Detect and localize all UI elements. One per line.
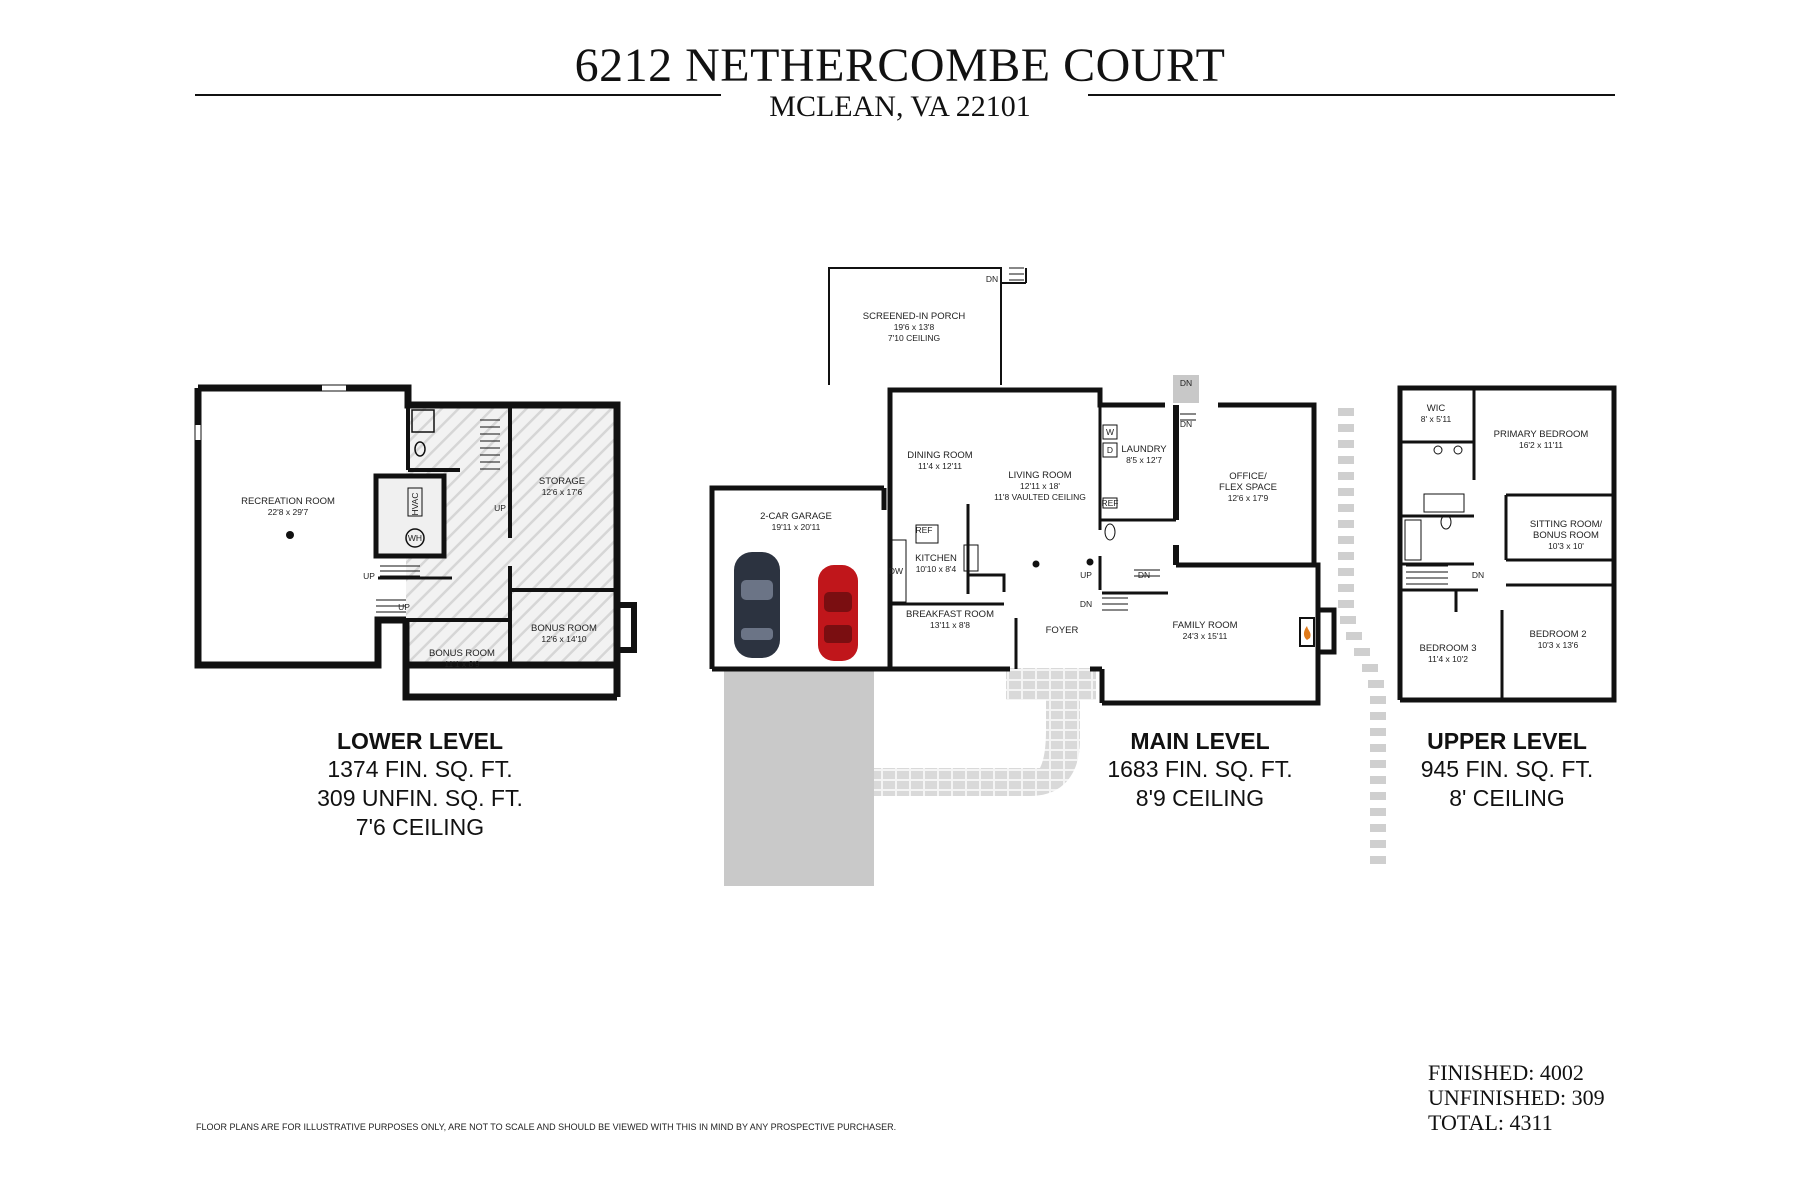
car-red-icon — [818, 565, 858, 661]
room-name: LIVING ROOM — [1008, 470, 1071, 481]
room-name: BONUS ROOM — [531, 623, 597, 634]
level-ceiling: 8'9 CEILING — [1135, 785, 1265, 811]
stair-label: DN — [1472, 570, 1484, 580]
room-dims: 8'5 x 12'7 — [1126, 455, 1162, 465]
stair-label: UP — [494, 503, 506, 513]
room-dims: 19'11 x 20'11 — [772, 522, 821, 532]
front-walk — [874, 700, 1080, 796]
room-dims: 12'6 x 17'9 — [1228, 493, 1269, 503]
stair-label: DN — [1180, 419, 1192, 429]
hvac-label: HVAC — [410, 493, 420, 516]
room-dims: 12'11 x 18' — [1020, 481, 1060, 491]
room-name: FAMILY ROOM — [1172, 620, 1237, 631]
level-name: MAIN LEVEL — [1130, 728, 1270, 754]
dw-label: DW — [889, 566, 903, 576]
page-title: 6212 NETHERCOMBE COURT — [574, 39, 1226, 92]
lower-wall-b — [194, 388, 406, 669]
room-name: BEDROOM 2 — [1529, 629, 1586, 640]
room-name: BREAKFAST ROOM — [906, 609, 994, 620]
driveway — [724, 668, 874, 886]
square-footage-totals: FINISHED: 4002 UNFINISHED: 309 TOTAL: 43… — [1428, 1060, 1605, 1135]
dryer-label: D — [1107, 445, 1113, 455]
ref-label: REF — [916, 525, 933, 535]
upper-level-labels: WIC 8' x 5'11 PRIMARY BEDROOM 16'2 x 11'… — [1419, 403, 1602, 664]
level-unfinished-sqft: 309 UNFIN. SQ. FT. — [317, 785, 523, 811]
level-ceiling: 7'6 CEILING — [355, 814, 485, 840]
stair-label: DN — [1080, 599, 1092, 609]
total-unfinished: UNFINISHED: 309 — [1428, 1085, 1605, 1110]
room-name: BEDROOM 3 — [1419, 643, 1476, 654]
room-name: OFFICE/ — [1229, 471, 1267, 482]
room-dims: 19'6 x 13'8 — [894, 322, 935, 332]
room-name: STORAGE — [539, 476, 585, 487]
room-dims: 8' x 5'11 — [1421, 414, 1452, 424]
stair-label: DN — [1180, 378, 1192, 388]
water-heater-label: WH — [408, 533, 422, 543]
room-note: 11'8 VAULTED CEILING — [994, 492, 1086, 502]
room-dims: 10'3 x 10' — [1548, 541, 1584, 551]
room-dims: 12'6 x 17'6 — [542, 487, 583, 497]
stair-label: UP — [398, 602, 410, 612]
room-dims: 10'10 x 8'4 — [916, 564, 957, 574]
stair-label: UP — [363, 571, 375, 581]
upper-level-summary: UPPER LEVEL 945 FIN. SQ. FT. 8' CEILING — [1387, 728, 1627, 813]
room-name: FLEX SPACE — [1219, 482, 1277, 493]
disclaimer: FLOOR PLANS ARE FOR ILLUSTRATIVE PURPOSE… — [196, 1122, 897, 1132]
fireplace-icon — [1303, 626, 1311, 640]
room-dims: 13'11 x 8'8 — [930, 620, 970, 630]
room-dims: 11'1 x 8'9 — [444, 659, 479, 669]
total-finished: FINISHED: 4002 — [1428, 1060, 1584, 1085]
room-name: WIC — [1427, 403, 1446, 414]
stair-label: DN — [1138, 570, 1150, 580]
level-finished-sqft: 1374 FIN. SQ. FT. — [327, 756, 513, 782]
room-dims: 10'3 x 13'6 — [1538, 640, 1579, 650]
stair-label: DN — [986, 274, 998, 284]
side-path — [1338, 408, 1386, 864]
ref-label: REF — [1102, 498, 1119, 508]
room-name: RECREATION ROOM — [241, 496, 335, 507]
main-level-labels: SCREENED-IN PORCH 19'6 x 13'8 7'10 CEILI… — [760, 274, 1277, 641]
washer-label: W — [1106, 427, 1114, 437]
level-name: UPPER LEVEL — [1427, 728, 1587, 754]
room-dims: 22'8 x 29'7 — [268, 507, 309, 517]
total-sqft: TOTAL: 4311 — [1428, 1110, 1553, 1135]
upper-level-plan — [1397, 385, 1617, 703]
level-ceiling: 8' CEILING — [1449, 785, 1565, 811]
lower-level-summary: LOWER LEVEL 1374 FIN. SQ. FT. 309 UNFIN.… — [300, 728, 540, 842]
room-dims: 16'2 x 11'11 — [1519, 440, 1563, 450]
room-dims: 12'6 x 14'10 — [541, 634, 587, 644]
room-note: 7'10 CEILING — [888, 333, 940, 343]
car-dark-icon — [734, 552, 780, 658]
lower-level-plan — [194, 384, 637, 701]
room-name: 2-CAR GARAGE — [760, 511, 832, 522]
room-name: FOYER — [1046, 625, 1079, 636]
front-stoop — [1006, 668, 1096, 700]
room-dims: 11'4 x 10'2 — [1428, 654, 1468, 664]
main-level-summary: MAIN LEVEL 1683 FIN. SQ. FT. 8'9 CEILING — [1080, 728, 1320, 813]
lower-level-labels: RECREATION ROOM 22'8 x 29'7 STORAGE 12'6… — [241, 476, 597, 669]
room-name: PRIMARY BEDROOM — [1494, 429, 1589, 440]
room-name: LAUNDRY — [1121, 444, 1167, 455]
room-name: SITTING ROOM/ — [1530, 519, 1603, 530]
title-rule-right — [1088, 94, 1615, 96]
room-dims: 11'4 x 12'11 — [918, 461, 962, 471]
level-finished-sqft: 1683 FIN. SQ. FT. — [1107, 756, 1293, 782]
room-name: BONUS ROOM — [1533, 530, 1599, 541]
title-rule-left — [195, 94, 721, 96]
level-name: LOWER LEVEL — [336, 728, 504, 754]
stair-label: UP — [1080, 570, 1092, 580]
room-name: DINING ROOM — [907, 450, 973, 461]
chimney-stoop — [1173, 375, 1199, 403]
room-dims: 24'3 x 15'11 — [1183, 631, 1228, 641]
page-subtitle: MCLEAN, VA 22101 — [769, 90, 1031, 123]
room-name: SCREENED-IN PORCH — [863, 311, 966, 322]
room-name: BONUS ROOM — [429, 648, 495, 659]
room-name: KITCHEN — [915, 553, 957, 564]
level-finished-sqft: 945 FIN. SQ. FT. — [1420, 756, 1594, 782]
